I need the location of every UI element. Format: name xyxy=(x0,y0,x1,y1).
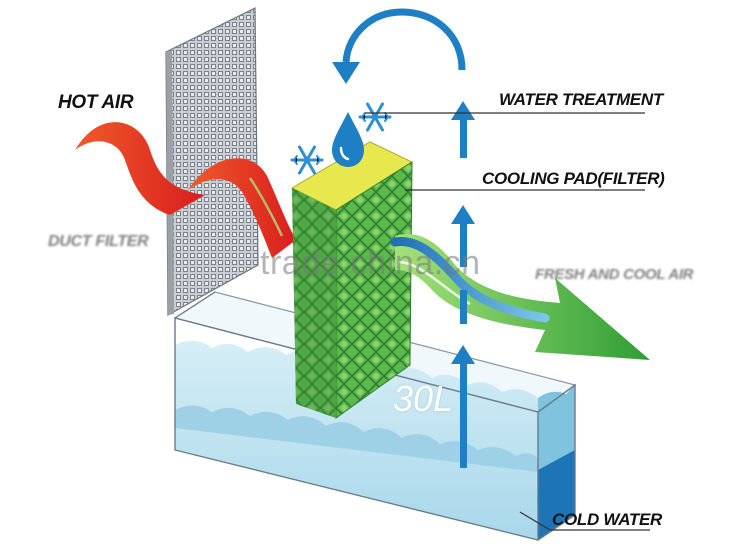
up-arrow-icon xyxy=(451,101,475,158)
up-arrow-icon xyxy=(460,290,467,324)
hot-air-flow xyxy=(75,122,296,258)
water-treatment-label: WATER TREATMENT xyxy=(499,90,663,109)
cold-water-label: COLD WATER xyxy=(552,510,663,529)
leader-lines xyxy=(365,112,650,531)
up-arrow-icon xyxy=(451,205,475,267)
up-arrow-icon xyxy=(451,345,475,468)
cooling-pad xyxy=(290,141,414,419)
snowflake-icon xyxy=(290,145,324,175)
cooling-pad-label: COOLING PAD(FILTER) xyxy=(482,169,665,188)
watermark: trade.china.cn xyxy=(260,244,481,282)
water-flow-arrows xyxy=(451,101,475,468)
fresh-cool-air-label: FRESH AND COOL AIR xyxy=(535,266,694,283)
snowflake-icon xyxy=(358,102,392,132)
circular-arrow-icon xyxy=(332,8,466,84)
hot-air-label: HOT AIR xyxy=(58,92,134,113)
water-drop-icon xyxy=(332,112,364,167)
duct-filter-label: DUCT FILTER xyxy=(48,233,149,250)
tank-volume-label: 30L xyxy=(393,378,454,419)
